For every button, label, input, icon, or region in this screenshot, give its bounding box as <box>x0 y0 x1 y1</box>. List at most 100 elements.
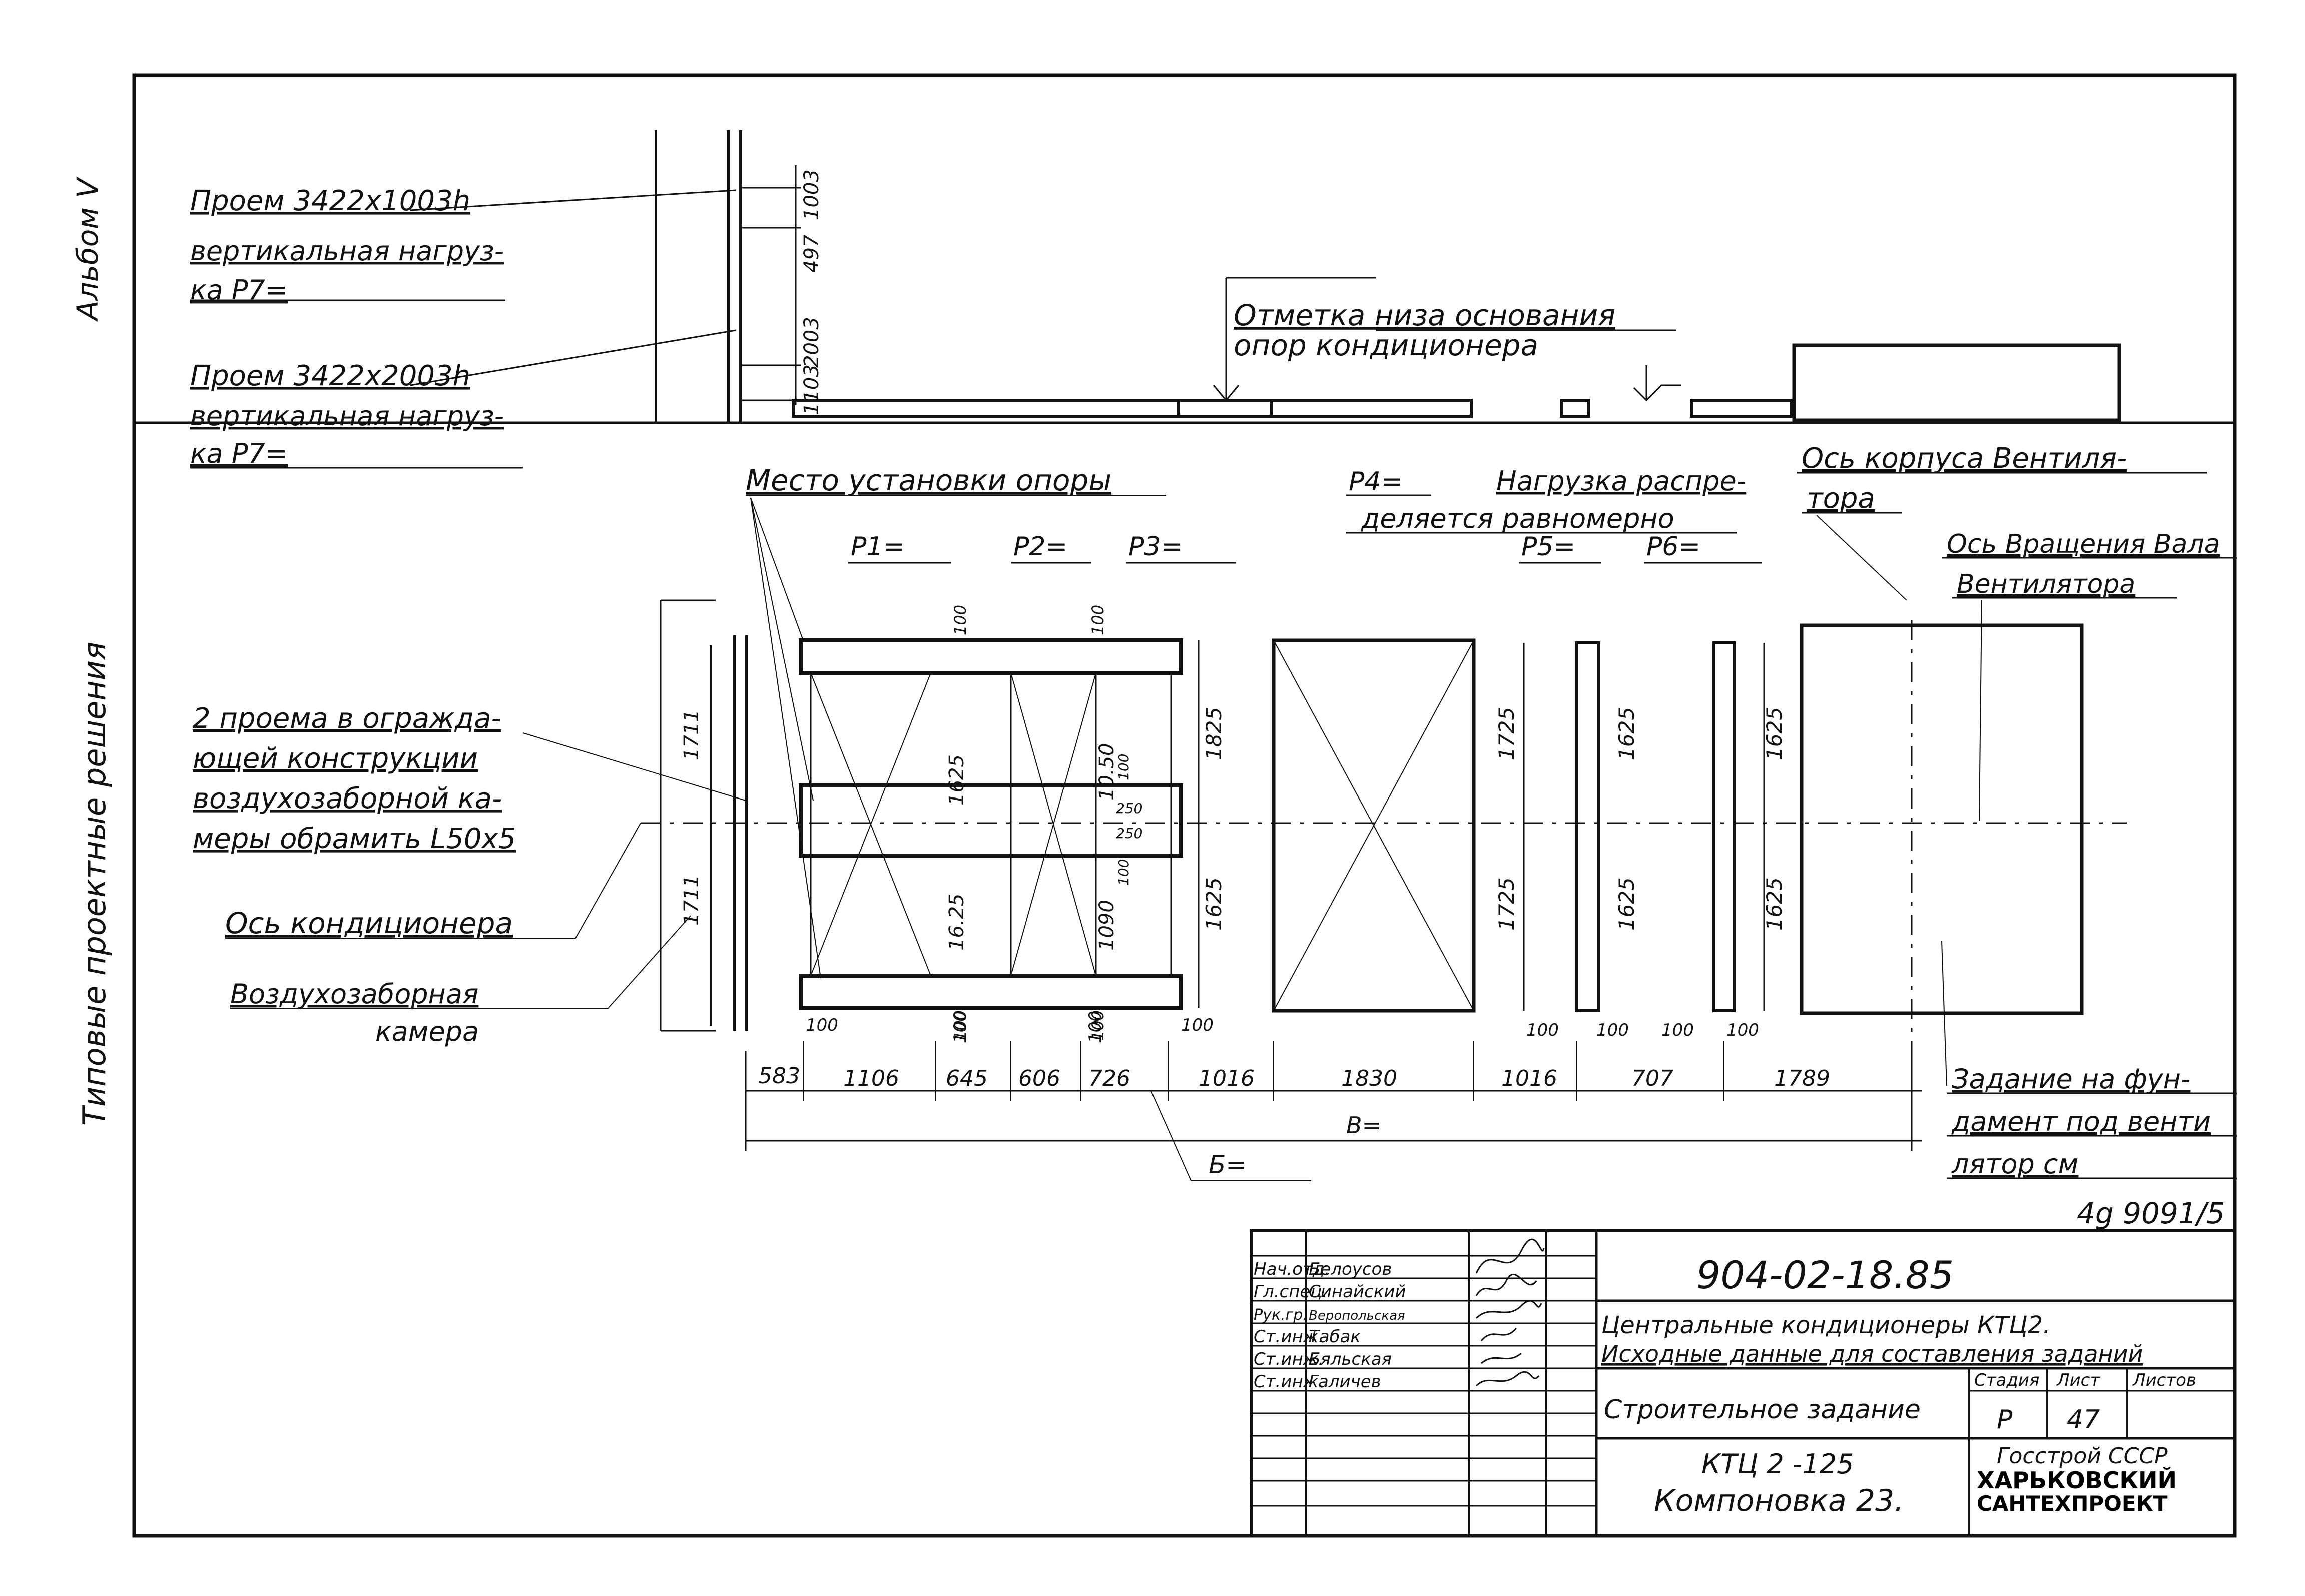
small-dim-3: 100 <box>1085 1011 1105 1043</box>
dim-s3-lower: 1625 <box>1202 877 1226 931</box>
foundation-line1: Задание на фун- <box>1952 1063 2190 1095</box>
album-label: Альбом Ⅴ <box>71 176 105 322</box>
chain-1789: 1789 <box>1774 1066 1830 1091</box>
subtitle-line1: КТЦ 2 -125 <box>1701 1448 1854 1480</box>
chain-606: 606 <box>1018 1066 1060 1091</box>
dimension-chain: 583 1106 645 606 726 1016 1830 1016 707 … <box>745 1011 1922 1181</box>
staff-role-2: Гл.спец. <box>1254 1282 1327 1302</box>
p5-label: Р5= <box>1521 532 1575 562</box>
org-line3: САНТЕХПРОЕКТ <box>1977 1491 2168 1516</box>
p6-label: Р6= <box>1646 532 1700 562</box>
chain-1016-b: 1016 <box>1501 1066 1557 1091</box>
small-dim-6: 100 <box>1596 1020 1629 1040</box>
sheets-header: Листов <box>2132 1370 2196 1390</box>
sheet-frame <box>132 73 2237 1538</box>
dim-1003: 1003 <box>800 169 823 220</box>
title-line1: Центральные кондиционеры КТЦ2. <box>1601 1311 2050 1339</box>
intake-chamber-line1: Воздухозаборная <box>230 978 478 1010</box>
series-label: Типовые проектные решения <box>76 642 113 1126</box>
sheet-header: Лист <box>2056 1370 2100 1390</box>
load-top-line2: ка Р7= <box>190 274 288 306</box>
staff-name-3: Веропольская <box>1309 1308 1405 1323</box>
elevation-view: 1003 497 2003 1103 <box>134 130 2235 424</box>
staff-role-4: Ст.инж. <box>1254 1327 1324 1347</box>
staff-name-4: Табак <box>1309 1327 1361 1347</box>
dim-left-upper: 1711 <box>680 709 703 760</box>
signature-4 <box>1480 1328 1517 1341</box>
small-dim-7: 100 <box>1661 1020 1694 1040</box>
dim-top-b: 100 <box>1088 605 1107 635</box>
base-mark-line1: Отметка низа основания <box>1234 298 1615 332</box>
conditioner-axis-label: Ось кондиционера <box>225 906 513 940</box>
plan-view: 1711 1711 1625 16.25 10.50 1090 100 250 … <box>641 599 2127 1151</box>
openings-note-line1: 2 проема в огражда- <box>193 702 501 735</box>
load-bottom-line2: ка Р7= <box>190 438 288 469</box>
chain-645: 645 <box>946 1066 988 1091</box>
staff-role-6: Ст.инж. <box>1254 1372 1324 1392</box>
dim-s1-upper: 1625 <box>945 754 968 806</box>
shaft-axis-line2: Вентилятора <box>1957 569 2135 599</box>
org-line1: Госстрой СССР <box>1997 1443 2168 1469</box>
chain-707: 707 <box>1631 1066 1673 1091</box>
opening-top-label: Проем 3422х1003h <box>190 185 470 217</box>
subtitle-line2: Компоновка 23. <box>1654 1483 1904 1518</box>
openings-note-line4: меры обрамить L50х5 <box>193 823 516 855</box>
stage-header: Стадия <box>1974 1370 2039 1390</box>
dim-left-lower: 1711 <box>680 875 703 926</box>
staff-name-2: Синайский <box>1309 1282 1406 1302</box>
dim-s4-upper: 1725 <box>1494 707 1519 760</box>
p4-note-line1: Нагрузка распре- <box>1496 465 1746 497</box>
dim-s2-upper: 10.50 <box>1095 743 1118 801</box>
staff-role-5: Ст.инж. <box>1254 1349 1324 1369</box>
fan-axis-line1: Ось корпуса Вентиля- <box>1802 442 2127 475</box>
chain-1106: 1106 <box>843 1066 899 1091</box>
intake-chamber-line2: камера <box>375 1016 479 1047</box>
load-bottom-line1: вертикальная нагруз- <box>190 400 504 432</box>
signature-5 <box>1481 1352 1522 1364</box>
dim-s5-lower: 1625 <box>1614 877 1639 931</box>
dim-bot-a: 100 <box>951 1010 970 1041</box>
chain-1830: 1830 <box>1341 1066 1397 1091</box>
stage-value: Р <box>1997 1405 2013 1435</box>
dim-v-label: В= <box>1346 1112 1381 1139</box>
dim-s6-upper: 1625 <box>1762 707 1787 760</box>
title-block: Нач.отд. Белоусов Гл.спец. Синайский Рук… <box>1250 1229 2236 1537</box>
small-dim-8: 100 <box>1726 1020 1759 1040</box>
signature-3 <box>1475 1300 1542 1319</box>
base-mark-line2: опор кондиционера <box>1234 328 1538 362</box>
dim-s2-c: 250 <box>1116 825 1142 842</box>
dim-s1-lower: 16.25 <box>945 893 968 951</box>
foundation-ref: 4g 9091/5 <box>2077 1196 2225 1230</box>
load-top-line1: вертикальная нагруз- <box>190 235 504 267</box>
dim-s5-upper: 1625 <box>1614 707 1639 760</box>
org-line2: ХАРЬКОВСКИЙ <box>1977 1467 2177 1494</box>
designation: 904-02-18.85 <box>1696 1253 1954 1297</box>
p4-label: Р4= <box>1349 467 1403 497</box>
dim-top-a: 100 <box>951 605 970 635</box>
small-dim-5: 100 <box>1526 1020 1559 1040</box>
dim-1103: 1103 <box>800 364 823 415</box>
chain-1016-a: 1016 <box>1199 1066 1255 1091</box>
foundation-line2: дамент под венти <box>1951 1106 2211 1137</box>
small-dim-2: 100 <box>950 1011 970 1043</box>
p3-label: Р3= <box>1128 532 1183 562</box>
openings-note-line3: воздухозаборной ка- <box>193 782 502 815</box>
shaft-axis-line1: Ось Вращения Вала <box>1947 529 2220 559</box>
dim-b-label: Б= <box>1209 1150 1247 1179</box>
small-dim-1: 100 <box>806 1015 838 1035</box>
dim-s2-a: 100 <box>1115 754 1132 780</box>
staff-role-1: Нач.отд. <box>1254 1259 1330 1279</box>
foundation-line3: лятор см <box>1951 1148 2078 1180</box>
sheet-title: Строительное задание <box>1604 1395 1921 1425</box>
p2-label: Р2= <box>1013 532 1067 562</box>
signature-6 <box>1475 1371 1540 1387</box>
dim-2003: 2003 <box>800 317 823 368</box>
signature-2 <box>1475 1273 1537 1296</box>
dim-bot-b: 100 <box>1088 1010 1107 1041</box>
opening-bottom-label: Проем 3422х2003h <box>190 360 470 392</box>
chain-726: 726 <box>1088 1066 1130 1091</box>
dim-s4-lower: 1725 <box>1494 877 1519 931</box>
sheet-value: 47 <box>2067 1405 2100 1435</box>
p4-note-line2: деляется равномерно <box>1361 503 1674 534</box>
